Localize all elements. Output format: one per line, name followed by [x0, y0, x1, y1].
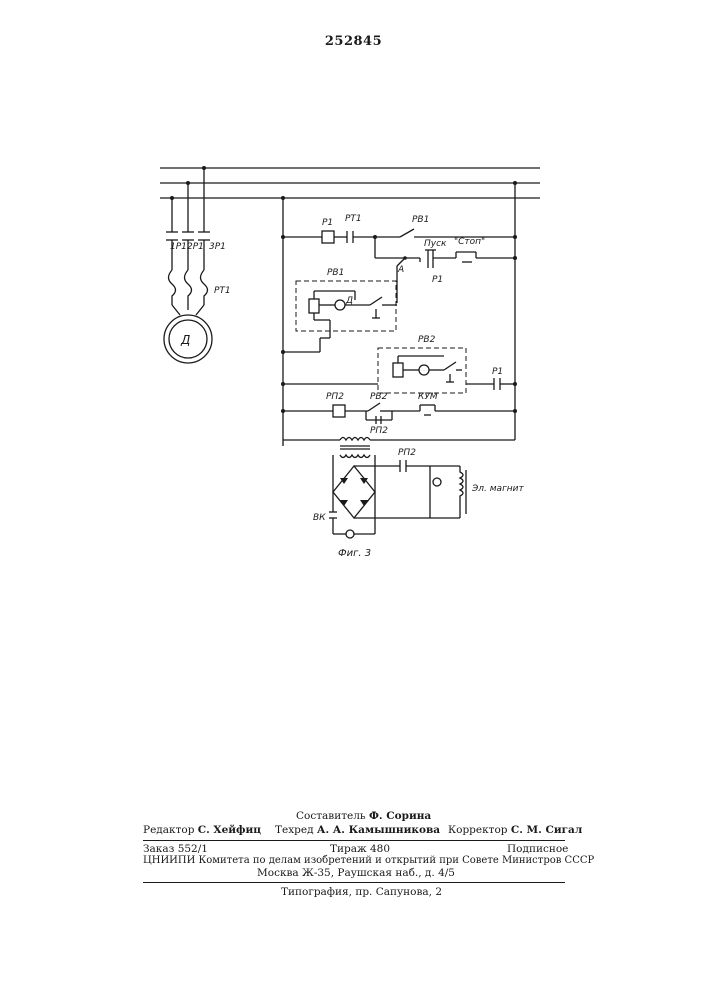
editor-line: Редактор С. Хейфиц: [143, 824, 261, 836]
techred-name: А. А. Камышникова: [317, 824, 440, 836]
divider-rule: [143, 882, 565, 883]
institute: ЦНИИПИ Комитета по делам изобретений и о…: [143, 855, 565, 866]
editor-name: С. Хейфиц: [198, 824, 261, 836]
corrector-line: Корректор С. М. Сигал: [448, 824, 582, 836]
divider-rule: [143, 840, 565, 841]
circulation: Тираж 480: [330, 843, 390, 855]
order-number: Заказ 552/1: [143, 843, 208, 855]
address: Москва Ж-35, Раушская наб., д. 4/5: [257, 867, 455, 879]
corrector-label: Корректор: [448, 824, 508, 836]
printer: Типография, пр. Сапунова, 2: [281, 886, 442, 898]
compiler-name: Ф. Сорина: [369, 810, 431, 822]
compiler-line: Составитель Ф. Сорина: [296, 810, 431, 822]
techred-label: Техред: [275, 824, 314, 836]
corrector-name: С. М. Сигал: [511, 824, 582, 836]
techred-line: Техред А. А. Камышникова: [275, 824, 440, 836]
editor-label: Редактор: [143, 824, 194, 836]
subscription: Подписное: [507, 843, 568, 855]
compiler-label: Составитель: [296, 810, 366, 822]
